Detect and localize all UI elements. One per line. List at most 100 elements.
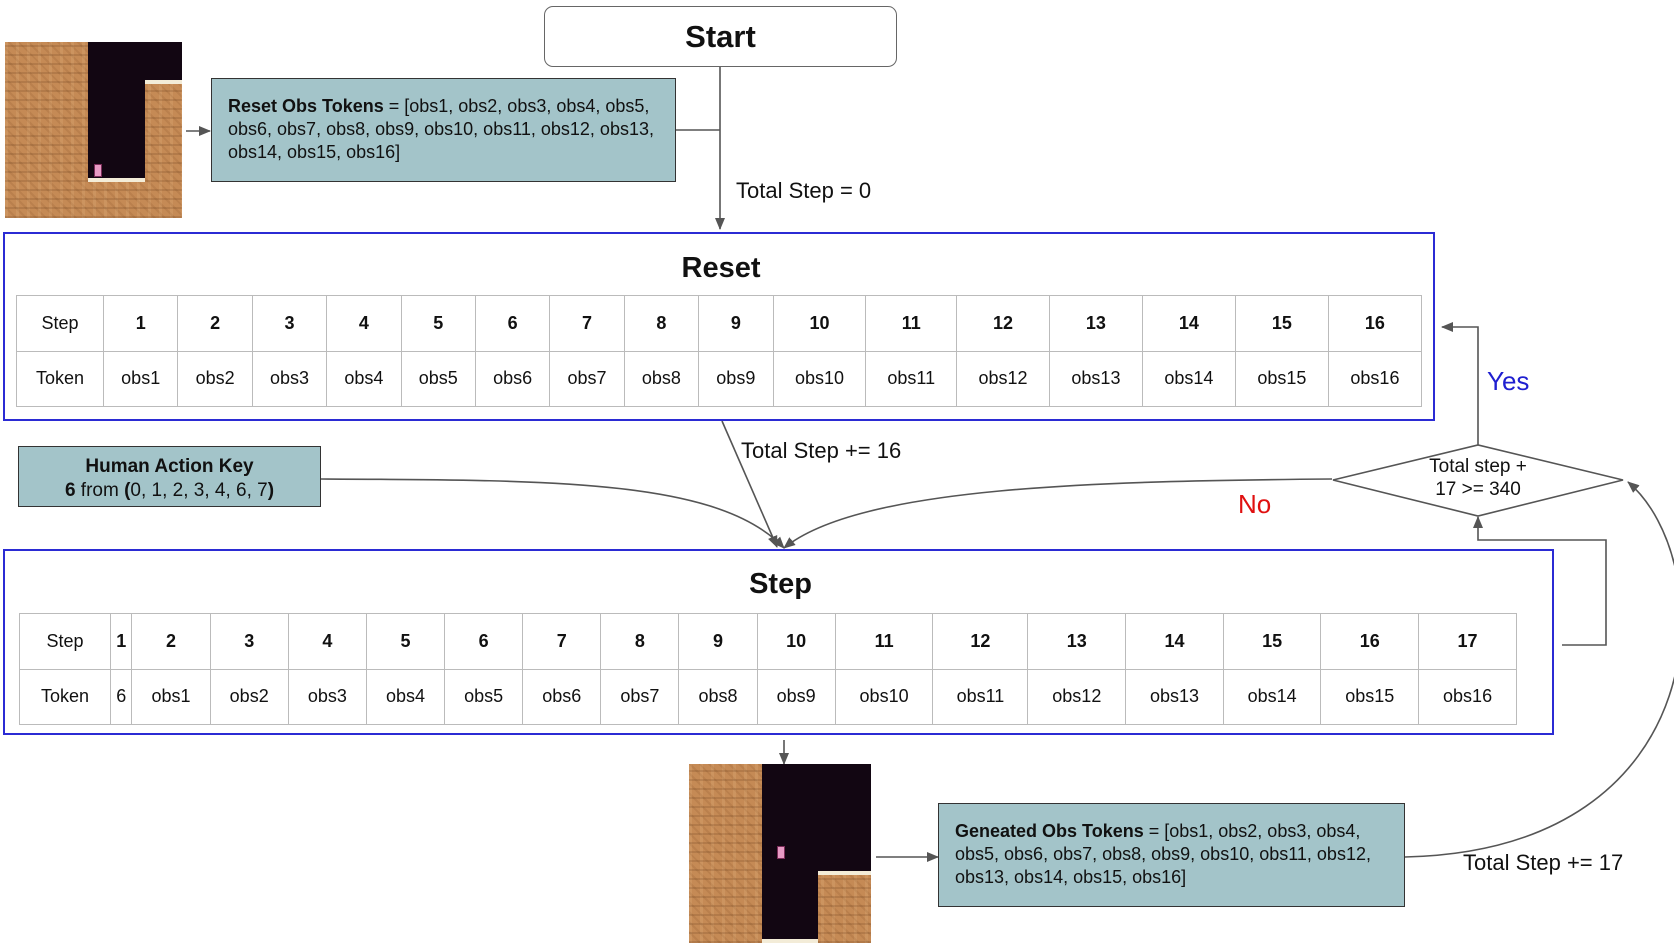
reset-title: Reset bbox=[681, 252, 761, 284]
reset-token-cell: obs11 bbox=[865, 350, 957, 407]
step-token-cell: obs3 bbox=[287, 668, 367, 725]
generated-obs-tokens-list: = [obs1, obs2, obs3, obs4, obs5, obs6, o… bbox=[955, 821, 1371, 887]
step-token-cell: obs6 bbox=[522, 668, 602, 725]
step-token-cell: obs7 bbox=[600, 668, 680, 725]
step-to-decision-arrow bbox=[1473, 516, 1607, 646]
start-label: Start bbox=[685, 18, 756, 54]
step-token-cell: obs14 bbox=[1222, 668, 1322, 725]
reset-step-cell: 6 bbox=[474, 295, 551, 352]
step-step-cell: 16 bbox=[1320, 613, 1420, 670]
reset-token-cell: obs4 bbox=[326, 350, 402, 407]
step-token-cell: obs2 bbox=[209, 668, 289, 725]
reset-step-cell: 3 bbox=[251, 295, 328, 352]
reset-step-cell: 9 bbox=[698, 295, 774, 352]
decision-text: Total step + 17 >= 340 bbox=[1398, 455, 1558, 501]
reset-step-cell: 5 bbox=[400, 295, 476, 352]
step-token-cell: obs8 bbox=[678, 668, 758, 725]
step-token-cell: obs13 bbox=[1125, 668, 1224, 725]
reset-step-cell: 1 bbox=[102, 295, 179, 352]
reset-step-cell: 2 bbox=[177, 295, 253, 352]
reset-token-cell: obs10 bbox=[772, 350, 867, 407]
step-step-cell: 10 bbox=[756, 613, 836, 670]
reset-token-cell: obs2 bbox=[177, 350, 253, 407]
step-token-cell: 6 bbox=[109, 668, 133, 725]
step-token-cell: obs15 bbox=[1320, 668, 1420, 725]
step-step-cell: 17 bbox=[1418, 613, 1517, 670]
row-label-token: Token bbox=[19, 668, 111, 725]
reset-token-cell: obs5 bbox=[400, 350, 476, 407]
step-token-cell: obs12 bbox=[1027, 668, 1127, 725]
action-key-title: Human Action Key bbox=[85, 456, 254, 477]
step-token-cell: obs1 bbox=[131, 668, 211, 725]
decision-diamond bbox=[1332, 444, 1624, 517]
reset-step-cell: 7 bbox=[549, 295, 625, 352]
reset-step-cell: 11 bbox=[865, 295, 957, 352]
reset-step-cell: 4 bbox=[326, 295, 402, 352]
decision-line-2: 17 >= 340 bbox=[1435, 479, 1521, 500]
decision-no-arrow bbox=[783, 478, 1333, 549]
step-step-cell: 7 bbox=[522, 613, 602, 670]
generated-obs-tokens-label: Geneated Obs Tokens bbox=[955, 821, 1144, 841]
reset-token-cell: obs12 bbox=[955, 350, 1050, 407]
reset-token-cell: obs3 bbox=[251, 350, 328, 407]
generated-obs-loop-arrow bbox=[1404, 481, 1674, 858]
reset-step-cell: 16 bbox=[1327, 295, 1423, 352]
step-step-cell: 3 bbox=[209, 613, 289, 670]
step-token-cell: obs9 bbox=[756, 668, 836, 725]
total-step-zero-label: Total Step = 0 bbox=[736, 178, 872, 203]
reset-step-cell: 15 bbox=[1234, 295, 1329, 352]
no-label: No bbox=[1238, 489, 1272, 519]
step-token-cell: obs4 bbox=[365, 668, 446, 725]
reset-step-cell: 12 bbox=[955, 295, 1050, 352]
step-step-cell: 11 bbox=[834, 613, 934, 670]
reset-obs-tokens-label: Reset Obs Tokens bbox=[228, 96, 384, 116]
generated-obs-tokens-box: Geneated Obs Tokens = [obs1, obs2, obs3,… bbox=[938, 803, 1405, 907]
step-step-cell: 4 bbox=[287, 613, 367, 670]
step-step-cell: 2 bbox=[131, 613, 211, 670]
reset-token-cell: obs8 bbox=[623, 350, 700, 407]
step-token-cell: obs11 bbox=[932, 668, 1029, 725]
step-step-cell: 13 bbox=[1027, 613, 1127, 670]
action-key-detail: 6 from (0, 1, 2, 3, 4, 6, 7) bbox=[64, 480, 275, 501]
step-token-cell: obs16 bbox=[1418, 668, 1517, 725]
step-token-cell: obs5 bbox=[444, 668, 524, 725]
reset-to-step-arrow bbox=[721, 420, 778, 548]
decision-yes-arrow bbox=[1441, 322, 1479, 445]
reset-step-cell: 8 bbox=[623, 295, 700, 352]
reset-token-cell: obs15 bbox=[1234, 350, 1329, 407]
step-token-cell: obs10 bbox=[834, 668, 934, 725]
reset-token-cell: obs1 bbox=[102, 350, 179, 407]
reset-step-cell: 14 bbox=[1141, 295, 1236, 352]
step-step-cell: 8 bbox=[600, 613, 680, 670]
generated-observation-image bbox=[689, 764, 871, 943]
step-step-cell: 5 bbox=[365, 613, 446, 670]
yes-label: Yes bbox=[1487, 366, 1530, 396]
row-label-token: Token bbox=[16, 350, 104, 407]
total-step-plus-16-label: Total Step += 16 bbox=[741, 438, 902, 463]
step-step-cell: 6 bbox=[444, 613, 524, 670]
reset-observation-image bbox=[5, 42, 182, 218]
reset-obs-tokens-list: = [obs1, obs2, obs3, obs4, obs5, obs6, o… bbox=[228, 96, 654, 162]
reset-token-cell: obs14 bbox=[1141, 350, 1236, 407]
reset-step-cell: 13 bbox=[1048, 295, 1143, 352]
step-step-cell: 1 bbox=[109, 613, 133, 670]
step-step-cell: 14 bbox=[1125, 613, 1224, 670]
step-title: Step bbox=[749, 568, 812, 600]
reset-token-cell: obs16 bbox=[1327, 350, 1423, 407]
step-step-cell: 12 bbox=[932, 613, 1029, 670]
reset-token-cell: obs7 bbox=[549, 350, 625, 407]
reset-token-cell: obs9 bbox=[698, 350, 774, 407]
reset-step-cell: 10 bbox=[772, 295, 867, 352]
reset-token-cell: obs6 bbox=[474, 350, 551, 407]
row-label-step: Step bbox=[19, 613, 111, 670]
